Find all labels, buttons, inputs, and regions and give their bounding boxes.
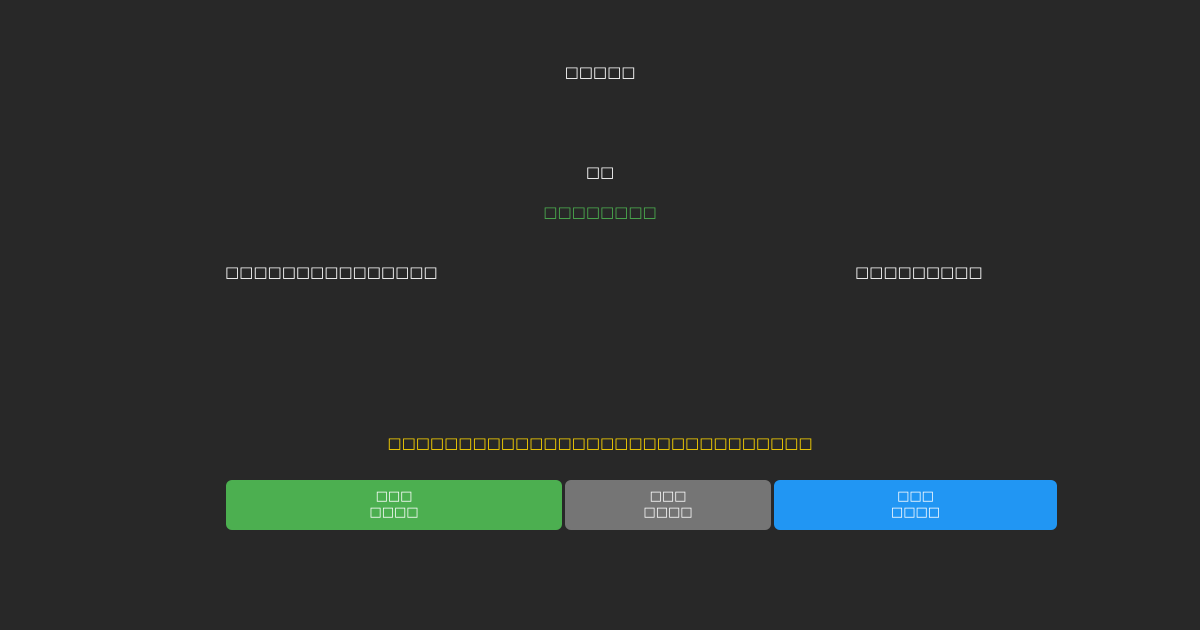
choice-button-blue[interactable]: □□□ □□□□ (774, 480, 1057, 530)
question-label: □□ (585, 163, 615, 181)
info-right-text: □□□□□□□□□ (855, 263, 983, 281)
info-left-text: □□□□□□□□□□□□□□□ (225, 263, 438, 281)
choice-button-line1: □□□ (649, 489, 687, 504)
choice-button-row: □□□ □□□□ □□□ □□□□ □□□ □□□□ (226, 480, 1057, 530)
choice-button-line2: □□□□ (643, 505, 693, 520)
choice-button-line1: □□□ (375, 489, 413, 504)
choice-button-line2: □□□□ (369, 505, 419, 520)
status-text: □□□□□□□□ (543, 203, 657, 221)
choice-button-green[interactable]: □□□ □□□□ (226, 480, 562, 530)
choice-button-gray[interactable]: □□□ □□□□ (565, 480, 771, 530)
page-title: □□□□□ (564, 63, 636, 81)
choice-button-line2: □□□□ (890, 505, 941, 520)
notice-text: □□□□□□□□□□□□□□□□□□□□□□□□□□□□□□ (387, 434, 813, 452)
choice-button-line1: □□□ (897, 489, 934, 504)
